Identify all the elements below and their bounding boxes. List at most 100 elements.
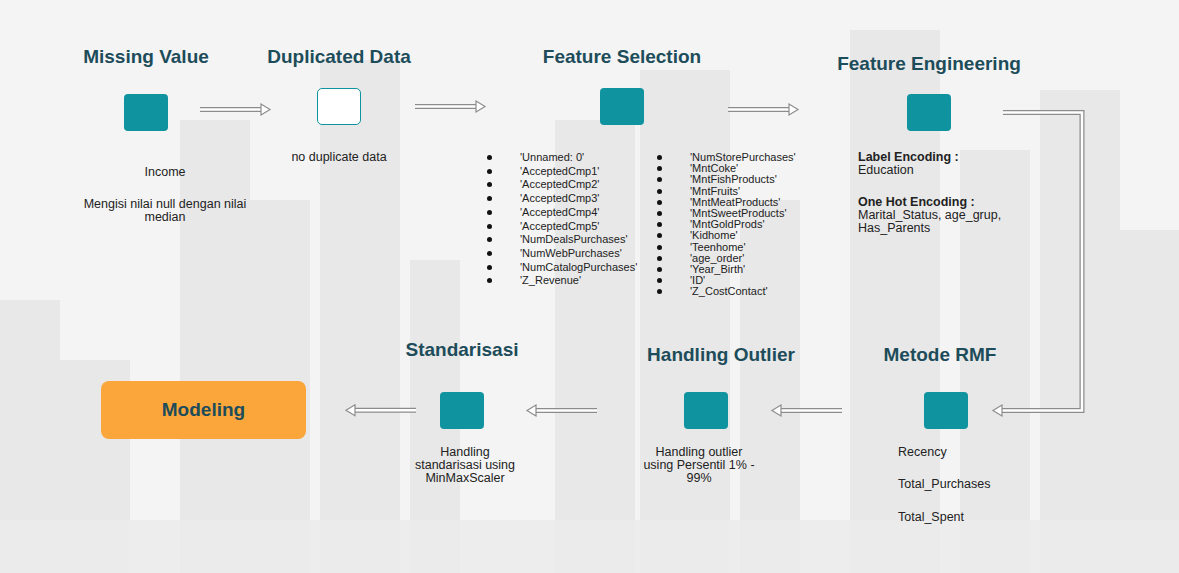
feature-item: 'MntCoke': [690, 162, 840, 174]
feature-item: 'AcceptedCmp3': [520, 192, 670, 204]
stage-note: One Hot Encoding :: [858, 196, 1028, 209]
arrow-outline: [1002, 113, 1082, 411]
teal-square: [440, 392, 484, 429]
arrow-inner: [536, 409, 597, 412]
stage-box: Missing ValueIncomeMengisi nilai null de…: [60, 40, 272, 242]
stage-box: Feature EngineeringLabel Encoding :Educa…: [820, 40, 1052, 242]
bullet-dot: [657, 155, 662, 160]
stage-note: Total_Purchases: [898, 478, 1028, 491]
arrow-inner: [1002, 113, 1082, 411]
arrow-outline: [355, 408, 416, 413]
flow-arrow: [415, 101, 485, 112]
modeling-box: Modeling: [101, 381, 306, 439]
bullet-dot: [657, 166, 662, 171]
feature-item: 'MntSweetProducts': [690, 207, 840, 219]
bullet-dot: [657, 233, 662, 238]
feature-item: 'NumCatalogPurchases': [520, 261, 670, 273]
stage-box: Handling OutlierHandling outlier using P…: [620, 340, 833, 502]
arrow-outline: [415, 104, 476, 109]
buildings: [0, 30, 1179, 573]
bullet-dot: [487, 182, 492, 187]
stage-heading: Feature Engineering: [809, 53, 1049, 75]
bullet-dot: [657, 267, 662, 272]
bullet-dot: [657, 177, 662, 182]
bullet-dot: [487, 278, 492, 283]
teal-square: [600, 88, 644, 125]
feature-item: 'MntGoldProds': [690, 218, 840, 230]
teal-square: [684, 392, 728, 429]
teal-square: [124, 94, 168, 131]
arrow-head: [346, 405, 355, 416]
outlined-square: [317, 88, 361, 125]
arrow-inner: [781, 409, 842, 412]
stage-note: Income: [95, 166, 235, 179]
feature-item: 'AcceptedCmp1': [520, 165, 670, 177]
bullet-dot: [657, 200, 662, 205]
stage-heading: Feature Selection: [492, 46, 752, 68]
stage-note: Total_Spent: [898, 511, 1028, 524]
arrow-head: [476, 101, 485, 112]
feature-item: 'AcceptedCmp4': [520, 206, 670, 218]
flow-arrow: [772, 405, 842, 416]
stage-note: Handling standarisasi using MinMaxScaler: [408, 446, 522, 485]
stage-note: Label Encoding :: [858, 151, 1028, 164]
stage-box: Duplicated Datano duplicate data: [250, 40, 451, 182]
stage-note: Education: [858, 164, 1028, 177]
stage-note: Mengisi nilai null dengan nilai median: [73, 198, 257, 224]
feature-item: 'AcceptedCmp2': [520, 178, 670, 190]
feature-item: 'Z_Revenue': [520, 274, 670, 286]
stage-note: Recency: [898, 446, 1028, 459]
bullet-dot: [657, 256, 662, 261]
flow-arrow: [728, 104, 798, 115]
flow-arrow: [346, 405, 416, 416]
bullet-dot: [657, 289, 662, 294]
bullet-dot: [657, 211, 662, 216]
stage-note: Marital_Status, age_grup, Has_Parents: [858, 209, 1008, 235]
bullet-dot: [487, 224, 492, 229]
feature-item: 'NumStorePurchases': [690, 151, 840, 163]
bullet-dot: [487, 210, 492, 215]
bullet-dot: [657, 222, 662, 227]
feature-item: 'AcceptedCmp5': [520, 220, 670, 232]
bullet-dot: [657, 278, 662, 283]
stage-heading: Missing Value: [26, 46, 266, 68]
arrow-outline: [781, 408, 842, 413]
arrow-inner: [728, 108, 789, 111]
bullet-dot: [487, 155, 492, 160]
feature-item: 'Year_Birth': [690, 263, 840, 275]
arrow-head: [527, 405, 536, 416]
arrow-inner: [355, 409, 416, 412]
feature-item: 'Kidhome': [690, 229, 840, 241]
feature-item: 'ID': [690, 274, 840, 286]
arrow-outline: [728, 107, 789, 112]
stage-note: no duplicate data: [254, 151, 424, 164]
bullet-dot: [487, 196, 492, 201]
arrow-inner: [415, 105, 476, 108]
bullet-dot: [487, 237, 492, 242]
flow-arrow: [200, 104, 270, 115]
arrow-outline: [200, 107, 261, 112]
stage-heading: Metode RMF: [840, 344, 1040, 366]
arrow-head: [261, 104, 270, 115]
teal-square: [924, 392, 968, 429]
arrow-outline: [536, 408, 597, 413]
stage-box: Metode RMFRecencyTotal_PurchasesTotal_Sp…: [870, 340, 1042, 532]
stage-box: Feature Selection'Unnamed: 0''AcceptedCm…: [480, 40, 842, 312]
feature-item: 'Z_CostContact': [690, 285, 840, 297]
arrow-head: [789, 104, 798, 115]
arrow-inner: [200, 108, 261, 111]
bullet-dot: [657, 189, 662, 194]
stage-heading: Handling Outlier: [611, 344, 831, 366]
flow-arrow: [527, 405, 597, 416]
flow-arrow: [993, 113, 1082, 417]
feature-item: 'NumWebPurchases': [520, 247, 670, 259]
stage-box: StandarisasiHandling standarisasi using …: [380, 335, 564, 497]
road: [0, 520, 1179, 573]
stage-heading: Duplicated Data: [229, 46, 449, 68]
feature-item: 'NumDealsPurchases': [520, 233, 670, 245]
bullet-dot: [487, 169, 492, 174]
